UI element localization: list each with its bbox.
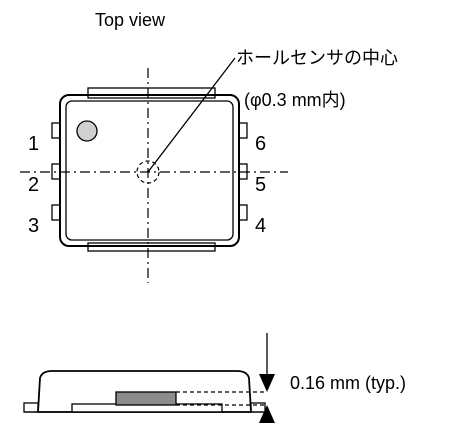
pin-3-pad — [51, 204, 61, 221]
pin-2-label: 2 — [28, 174, 39, 196]
dim-arrow-down-head — [259, 374, 275, 392]
pin1-marker — [76, 120, 98, 142]
pin-6-label: 6 — [255, 133, 266, 155]
dim-arrow-up-head — [259, 405, 275, 423]
pin-4-pad — [238, 204, 248, 221]
pin-4-label: 4 — [255, 215, 266, 237]
hall-diameter-label: (φ0.3 mm内) — [244, 90, 346, 110]
side-view-package — [23, 370, 266, 413]
pin-6-pad — [238, 122, 248, 139]
hall-center-label: ホールセンサの中心 — [236, 48, 398, 68]
pin-1-pad — [51, 122, 61, 139]
side-left-pin — [23, 402, 39, 413]
top-tab — [87, 87, 216, 99]
thickness-label: 0.16 mm (typ.) — [290, 373, 406, 393]
hall-sensor-die — [115, 391, 177, 406]
package-inner-outline — [65, 100, 234, 241]
pin-3-label: 3 — [28, 215, 39, 237]
hall-leader-line — [147, 57, 236, 173]
top-view-package — [51, 87, 248, 252]
side-right-pin — [250, 402, 266, 413]
pin-5-label: 5 — [255, 174, 266, 196]
dimension-arrows — [259, 333, 275, 423]
pin-1-label: 1 — [28, 133, 39, 155]
hall-sensor-area — [136, 160, 160, 184]
top-view-label: Top view — [95, 10, 166, 30]
